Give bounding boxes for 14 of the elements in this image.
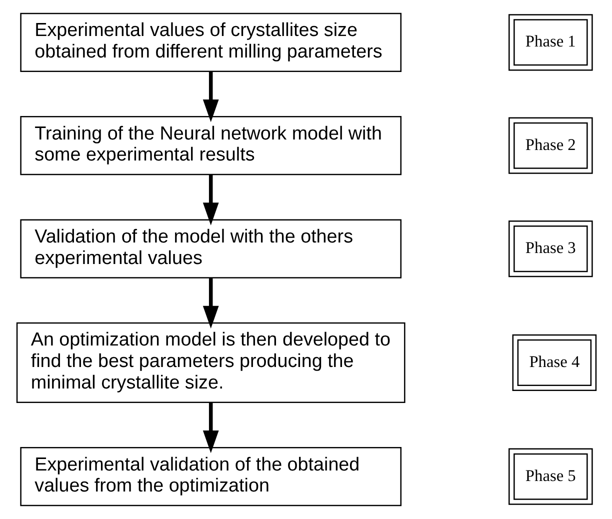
node-box: An optimization model is then developed to find the best parameters producing the minimal crystallite size. bbox=[16, 322, 405, 403]
node-box: Phase 3 bbox=[508, 220, 592, 278]
node-box: Phase 2 bbox=[508, 117, 592, 174]
node-box: Phase 1 bbox=[508, 14, 592, 71]
node-box: Experimental values of crystallites size obtained from different milling parameters bbox=[20, 12, 402, 72]
node-box: Training of the Neural network model with some experimental results bbox=[20, 116, 402, 176]
arrow bbox=[202, 72, 218, 122]
node-box: Validation of the model with the others experimental values bbox=[20, 219, 402, 278]
node-box: Experimental validation of the obtained values from the optimization bbox=[20, 447, 402, 506]
arrow bbox=[202, 402, 218, 454]
node-box: Phase 4 bbox=[512, 334, 596, 392]
arrow bbox=[202, 174, 218, 226]
node-box: Phase 5 bbox=[508, 448, 592, 505]
arrow bbox=[202, 278, 218, 329]
